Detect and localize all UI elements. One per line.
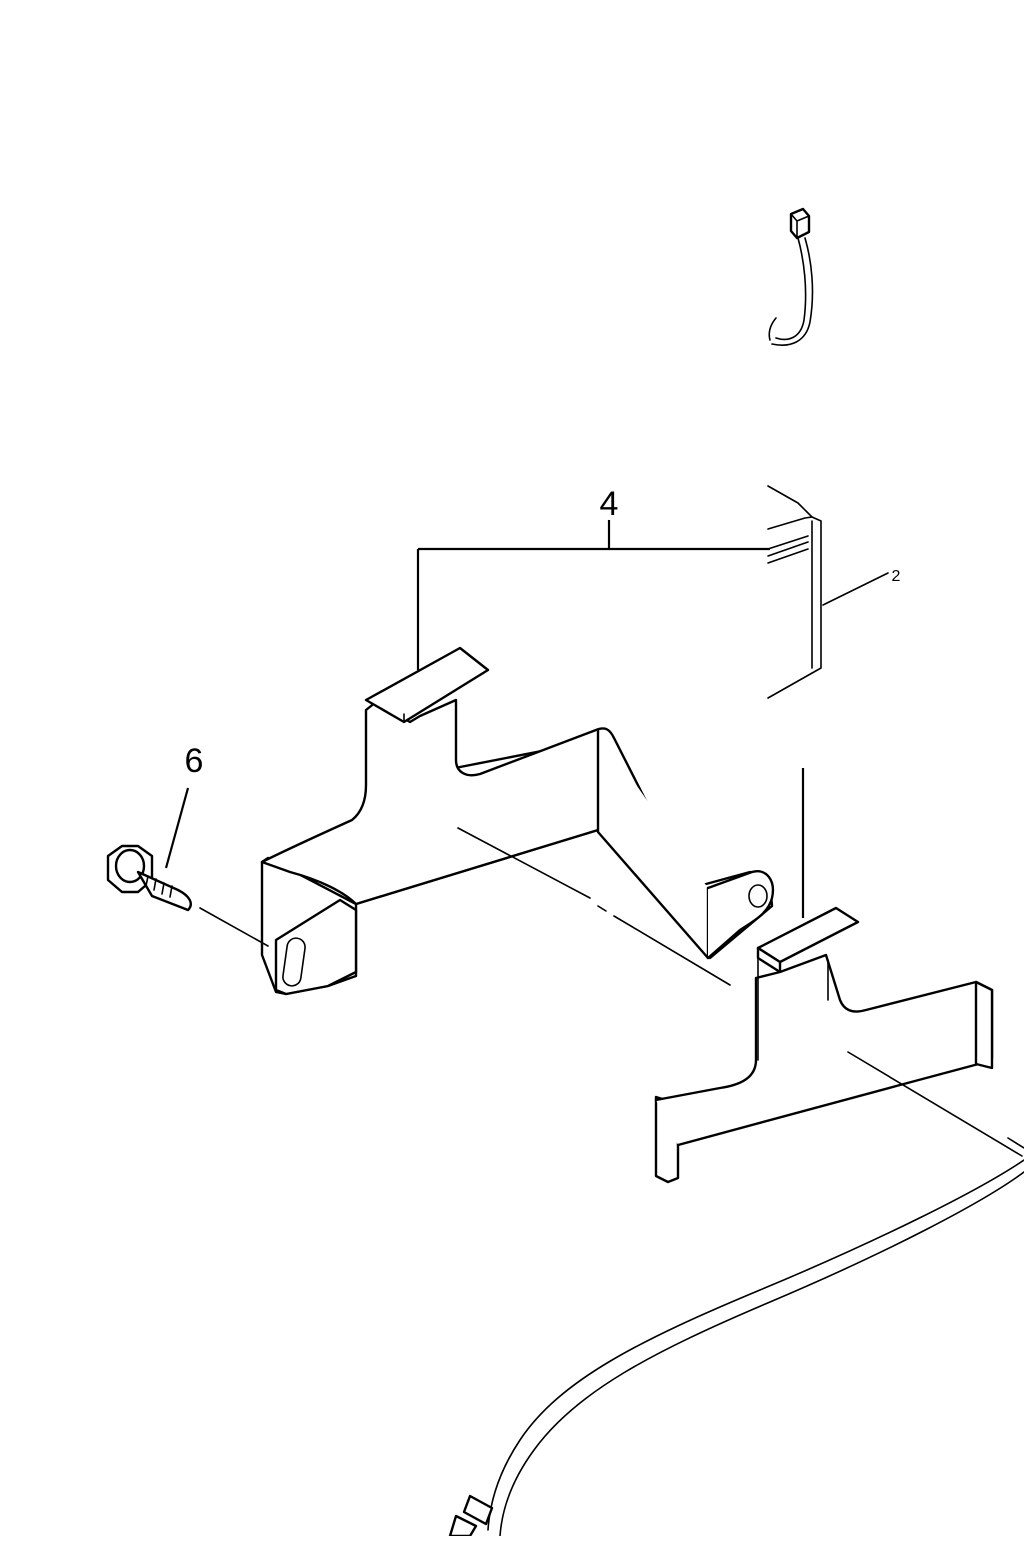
callout-4: 4 xyxy=(600,485,619,523)
battery-box xyxy=(767,485,889,699)
callout-2: 2 xyxy=(892,568,901,585)
wire-connector-top xyxy=(768,207,814,346)
leader-4 xyxy=(416,520,805,918)
battery-bracket-left xyxy=(260,646,775,996)
centerlines xyxy=(199,827,1024,1157)
bolt-6 xyxy=(106,787,192,912)
callout-6: 6 xyxy=(185,742,204,780)
leader-line-2 xyxy=(822,572,889,606)
battery-bracket-right xyxy=(654,906,994,1184)
cable-bottom xyxy=(448,1159,1024,1538)
